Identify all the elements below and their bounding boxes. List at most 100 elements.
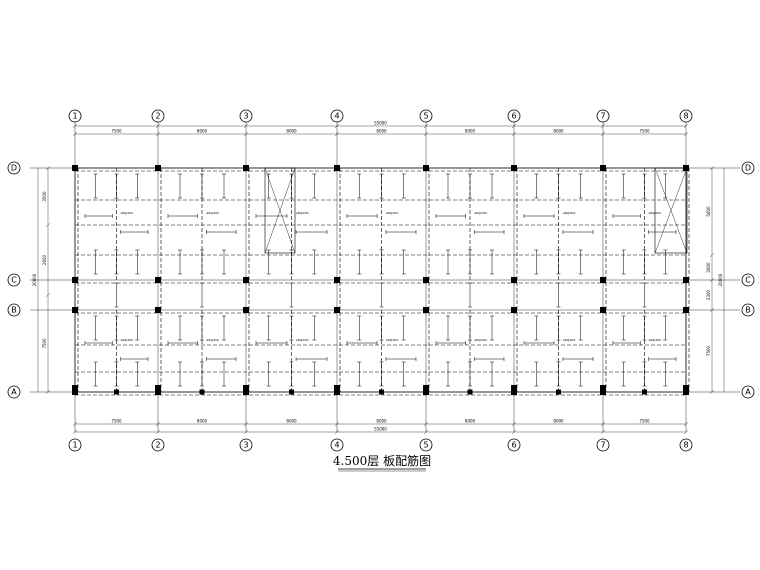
axis-bubble-2 [151,438,165,452]
dim-tick [600,123,606,129]
bottom-span-4: 8000 [376,419,387,424]
column [243,277,249,283]
axis-bubble-7 [596,438,610,452]
dim-tick [600,429,606,435]
axis-label-8: 8 [683,441,688,450]
column [72,165,78,171]
column [683,165,689,171]
top-total: 55000 [374,121,387,126]
top-span-7: 7500 [639,129,650,134]
dim-tick [45,292,51,298]
axis-bubble-6 [507,109,521,123]
bottom-span-6: 8000 [553,419,564,424]
axis-bubble-C [7,273,21,287]
stair-opening-diagonal [264,167,296,254]
axis-label-A: A [11,388,17,397]
column [683,277,689,283]
axis-bubble-4 [330,438,344,452]
drawing-title: 4.500层 板配筋图 [333,453,431,472]
axis-label-6: 6 [511,112,516,121]
grid-lines [30,122,740,432]
top-span-3: 8000 [286,129,297,134]
dim-tick [423,429,429,435]
dim-tick [683,421,689,427]
dim-tick [155,421,161,427]
left-span-1: 3500 [42,191,47,202]
column [289,389,294,395]
bottom-span-2: 8000 [197,419,208,424]
rebar-tag: ⌀8@200 [474,211,487,215]
column [683,389,689,395]
axis-label-7: 7 [600,112,605,121]
rebar-marks: ⌀8@200 ⌀8@200 ⌀8@200 ⌀8@200 ⌀8@200 ⌀8@200 ⌀8@2… [84,173,677,387]
axis-bubble-6 [507,438,521,452]
dim-tick [600,421,606,427]
axis-label-1: 1 [72,112,77,121]
column [72,307,78,313]
rebar-tag: ⌀8@200 [563,338,576,342]
right-span-3: 2300 [706,289,711,300]
axis-bubble-3 [239,438,253,452]
rebar-tag: ⌀8@200 [474,338,487,342]
column [155,277,161,283]
axis-label-7: 7 [600,441,605,450]
column [556,389,561,395]
stair-opening-diagonal [654,167,688,254]
dim-tick [243,421,249,427]
dim-tick [243,131,249,137]
axis-label-8: 8 [683,112,688,121]
axis-bubble-8 [679,438,693,452]
rebar-tag: ⌀8@200 [649,211,662,215]
axis-bubble-8 [679,109,693,123]
dim-tick [72,131,78,137]
column [467,389,473,395]
dim-tick [72,123,78,129]
axis-label-2: 2 [155,441,160,450]
dim-tick [72,429,78,435]
dim-tick [423,131,429,137]
rebar-tag: ⌀8@200 [121,338,134,342]
axis-label-B: B [11,306,17,315]
axis-bubble-C [741,273,755,287]
column [511,385,517,391]
column [199,389,205,395]
dim-tick [511,131,517,137]
column [683,307,689,313]
column [243,385,249,391]
axis-bubble-D [7,161,21,175]
axis-label-A: A [745,388,751,397]
column [600,277,606,283]
axis-bubble-3 [239,109,253,123]
column [379,389,384,395]
axis-bubble-B [741,303,755,317]
rebar-tag: ⌀8@200 [649,338,662,342]
column [334,165,340,171]
axis-label-D: D [745,164,751,173]
column [155,389,161,395]
axis-bubble-7 [596,109,610,123]
dim-tick [155,123,161,129]
left-span-3: 7500 [42,338,47,349]
rebar-tag: ⌀8@200 [386,211,399,215]
top-span-2: 8000 [197,129,208,134]
stair-opening [264,167,296,254]
dim-tick [72,421,78,427]
axis-label-1: 1 [72,441,77,450]
axis-label-4: 4 [334,441,339,450]
rebar-tag: ⌀8@200 [296,211,309,215]
rebar-tag: ⌀8@200 [563,211,576,215]
bottom-span-5: 8000 [465,419,476,424]
rebar-tag: ⌀8@200 [121,211,134,215]
right-span-1: 5600 [706,206,711,217]
column [423,277,429,283]
column [600,385,606,391]
column [243,389,249,395]
dim-tick [334,131,340,137]
column [511,307,517,313]
column [334,389,340,395]
dim-tick [423,123,429,129]
column [72,277,78,283]
